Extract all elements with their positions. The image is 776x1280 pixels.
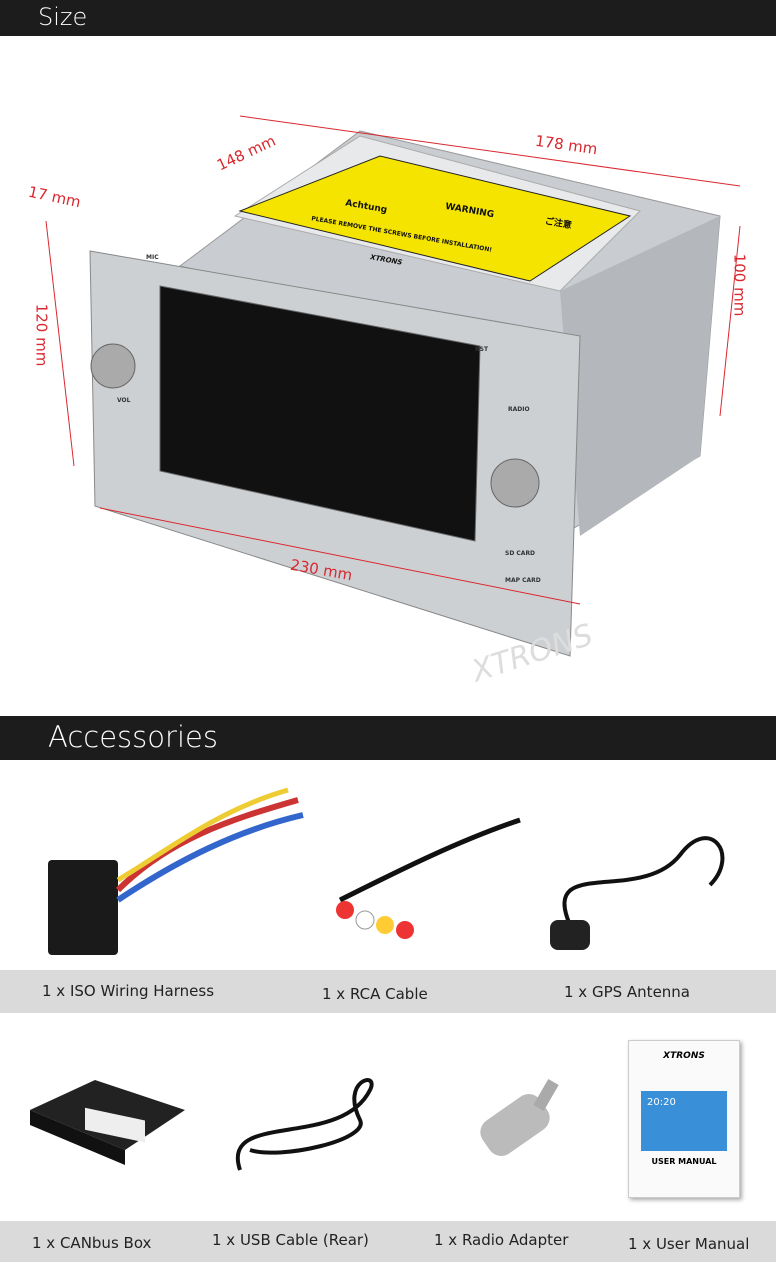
accessory-label: 1 x RCA Cable: [322, 985, 428, 1003]
sd-card-label: SD CARD: [505, 550, 536, 557]
accessory-label: 1 x USB Cable (Rear): [212, 1231, 369, 1249]
iso-harness-image: [48, 780, 308, 960]
mic-label: MIC: [146, 254, 159, 261]
map-card-label: MAP CARD: [505, 577, 541, 584]
radio-adapter-image: [470, 1075, 580, 1175]
section-title: Size: [38, 3, 88, 31]
gps-antenna-image: [540, 815, 740, 955]
manual-brand: XTRONS: [663, 1051, 705, 1061]
device-illustration: Achtung WARNING ご注意 PLEASE REMOVE THE SC…: [0, 36, 776, 716]
radio-label: RADIO: [508, 406, 530, 413]
accessory-label: 1 x User Manual: [628, 1235, 750, 1253]
caption-row-2: 1 x CANbus Box 1 x USB Cable (Rear) 1 x …: [0, 1221, 776, 1262]
manual-title: USER MANUAL: [651, 1157, 717, 1166]
section-header-size: Size: [0, 0, 776, 36]
user-manual-image: XTRONS 20:20 USER MANUAL: [628, 1040, 740, 1198]
accessory-label: 1 x CANbus Box: [32, 1234, 152, 1252]
dimension-height-front: 120 mm: [32, 303, 51, 367]
manual-screen: 20:20: [641, 1091, 727, 1151]
section-header-accessories: Accessories: [0, 716, 776, 760]
rca-cable-image: [320, 810, 530, 950]
section-title: Accessories: [48, 720, 218, 754]
canbus-box-image: [25, 1070, 190, 1170]
device-drawing: [45, 115, 741, 657]
manual-clock: 20:20: [647, 1097, 676, 1108]
usb-cable-image: [220, 1060, 400, 1190]
accessory-label: 1 x GPS Antenna: [564, 983, 690, 1001]
vol-label: VOL: [117, 397, 131, 404]
accessory-label: 1 x Radio Adapter: [434, 1231, 569, 1249]
rst-label: RST: [475, 346, 489, 353]
caption-row-1: 1 x ISO Wiring Harness 1 x RCA Cable 1 x…: [0, 970, 776, 1013]
accessory-label: 1 x ISO Wiring Harness: [42, 982, 215, 1000]
dimension-height-body: 100 mm: [730, 253, 749, 317]
